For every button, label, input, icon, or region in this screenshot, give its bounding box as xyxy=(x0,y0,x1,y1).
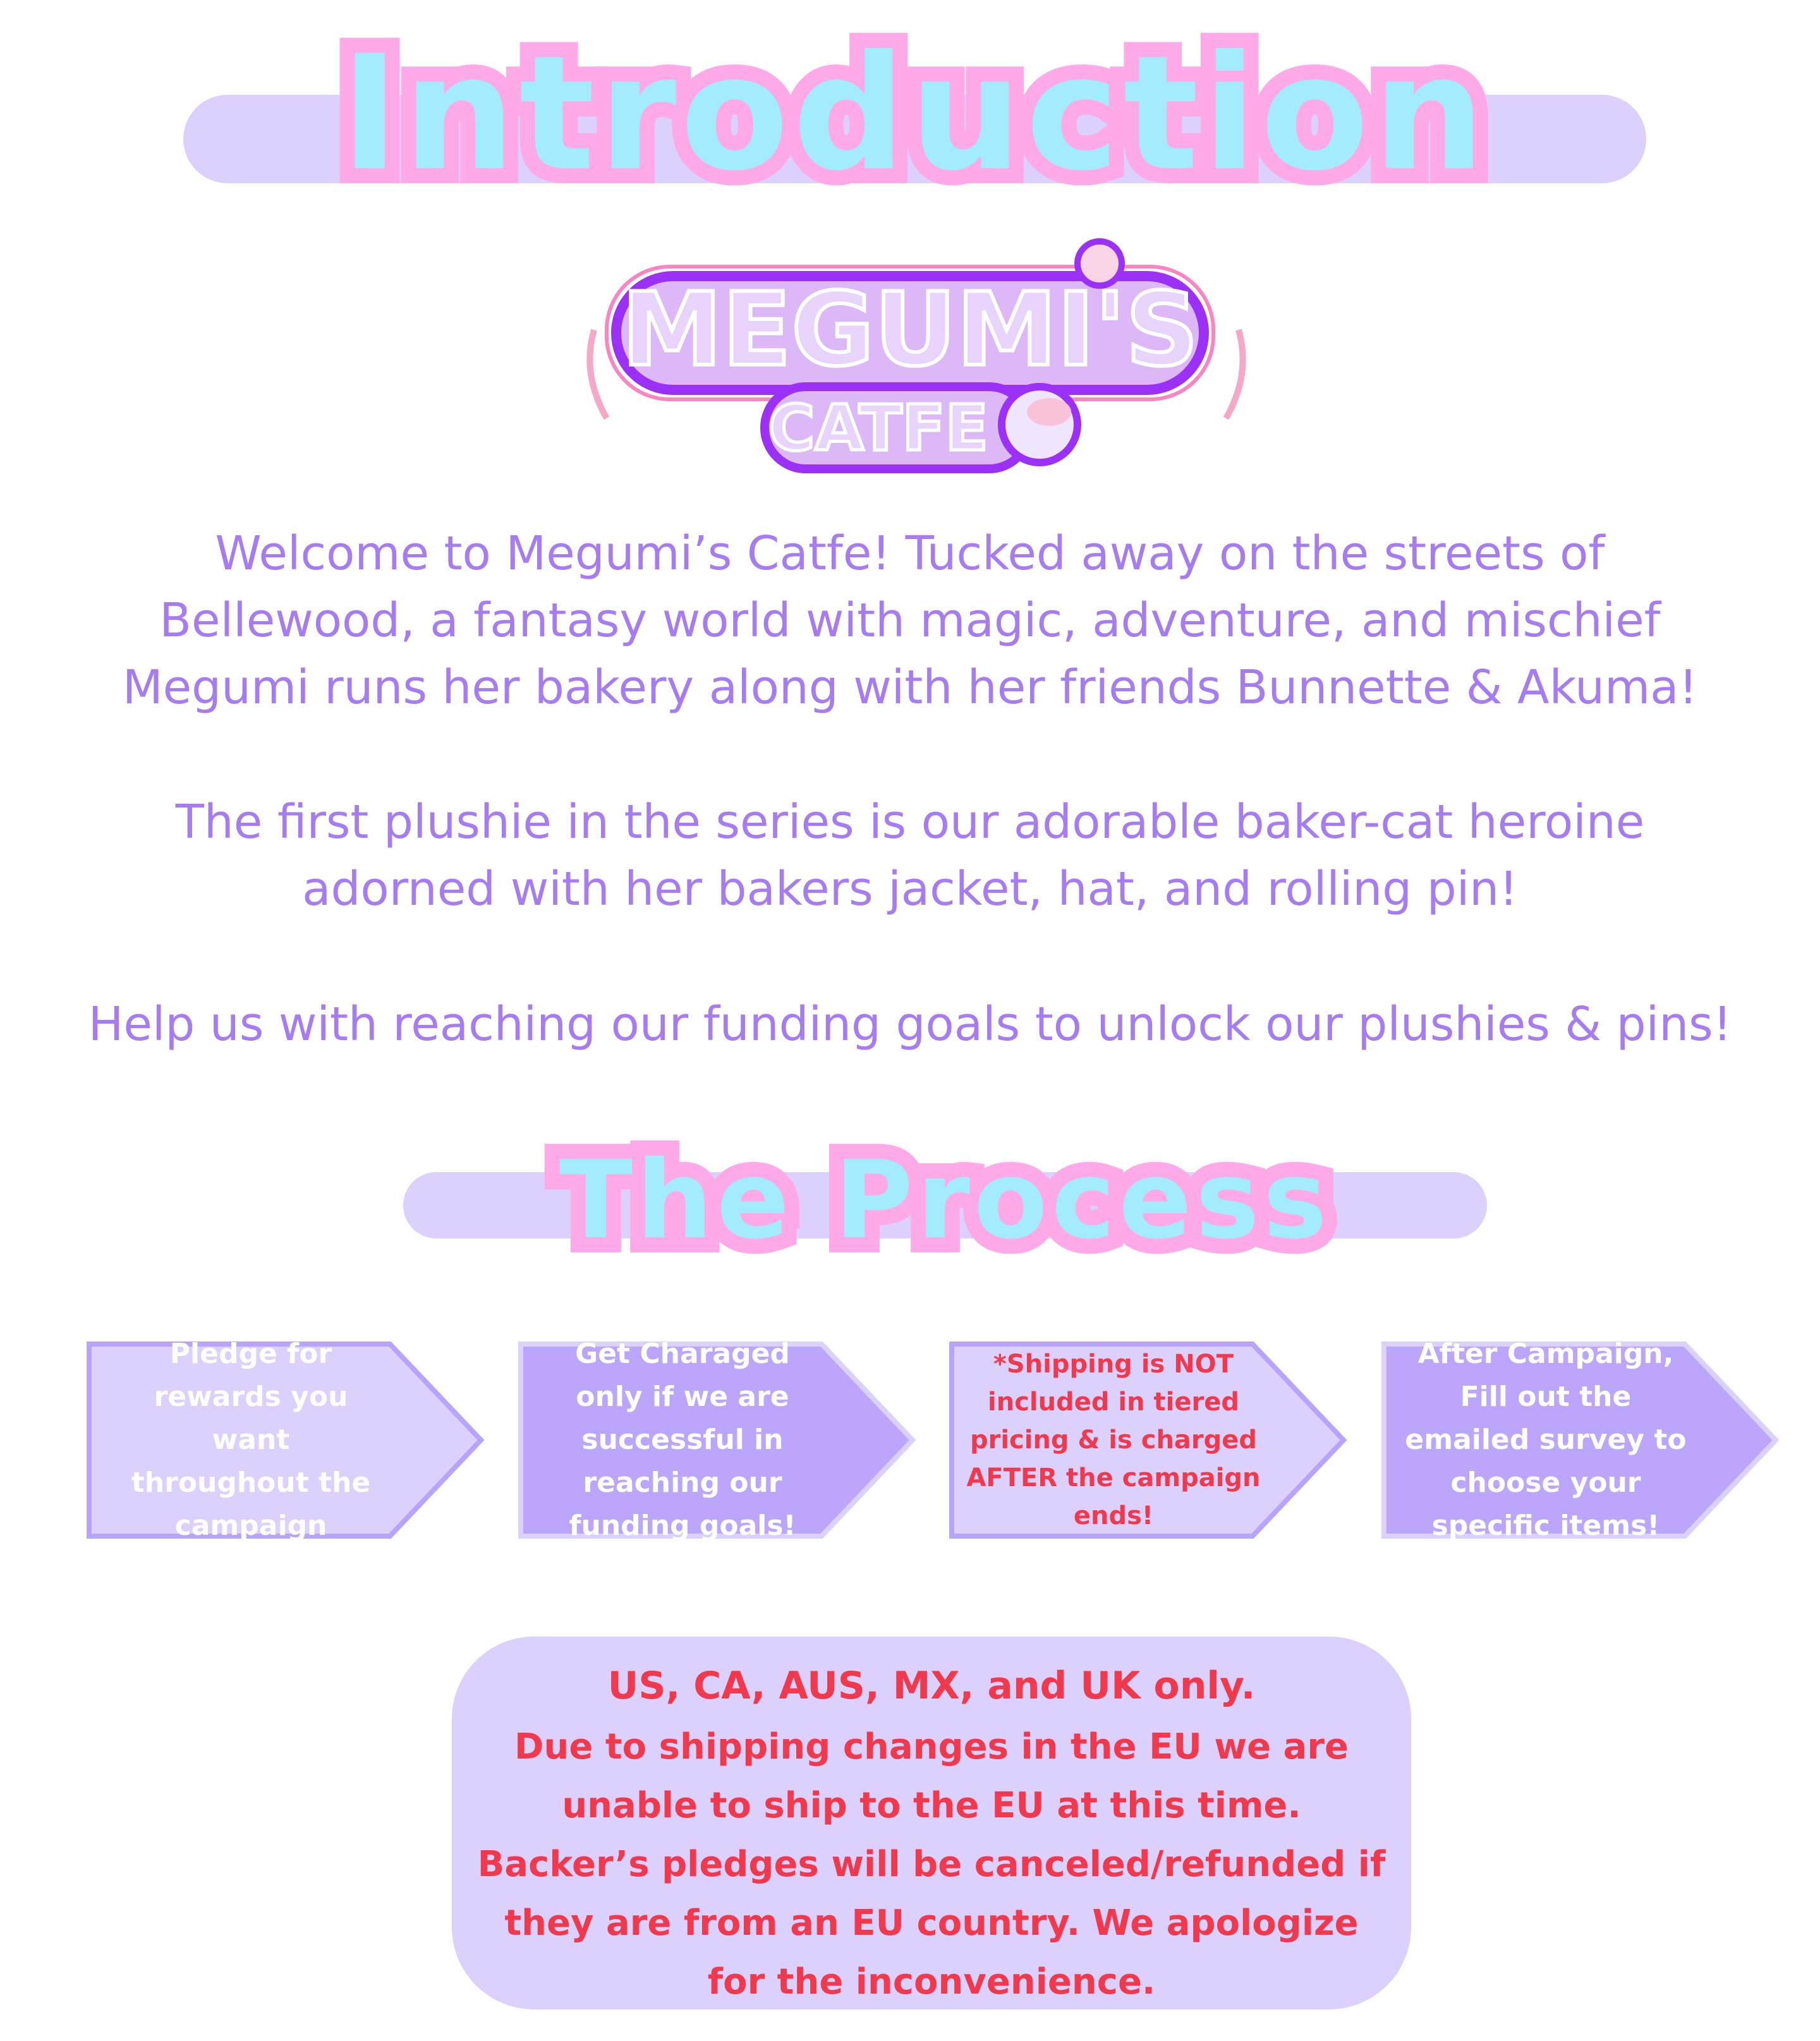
notice-body: Due to shipping changes in the EU we are… xyxy=(477,1726,1386,2002)
process-title: The Process xyxy=(544,1123,1342,1278)
step-text: Get Charaged only if we are successful i… xyxy=(569,1338,796,1542)
intro-banner-bar xyxy=(183,95,1646,183)
arrow-shape-icon xyxy=(949,1341,1347,1539)
megumis-catfe-logo: MEGUMI'S CATFE xyxy=(586,238,1246,473)
arrow-shape-icon xyxy=(518,1341,916,1539)
intro-paragraph-1: Welcome to Megumi’s Catfe! Tucked away o… xyxy=(122,526,1698,715)
arrow-shape-icon xyxy=(87,1341,485,1539)
step-text-shipping-warning: *Shipping is NOT included in tiered pric… xyxy=(966,1350,1261,1530)
process-step-3: *Shipping is NOT included in tiered pric… xyxy=(949,1341,1347,1539)
intro-paragraph-3: Help us with reaching our funding goals … xyxy=(88,997,1732,1051)
shipping-notice: US, CA, AUS, MX, and UK only. Due to shi… xyxy=(452,1637,1411,2009)
intro-paragraph-2: The first plushie in the series is our a… xyxy=(175,795,1645,916)
svg-text:CATFE: CATFE xyxy=(768,391,988,465)
step-text: Pledge for rewards you want throughout t… xyxy=(131,1338,371,1542)
intro-title: Introduction xyxy=(325,10,1501,217)
process-step-2: Get Charaged only if we are successful i… xyxy=(518,1338,916,1542)
notice-headline: US, CA, AUS, MX, and UK only. xyxy=(607,1664,1256,1708)
process-step-1: Pledge for rewards you want throughout t… xyxy=(87,1338,485,1542)
process-banner-bar xyxy=(403,1172,1487,1239)
process-step-4: After Campaign, Fill out the emailed sur… xyxy=(1381,1338,1780,1542)
arrow-shape-icon xyxy=(1381,1341,1780,1539)
step-text: After Campaign, Fill out the emailed sur… xyxy=(1405,1338,1687,1542)
svg-text:MEGUMI'S: MEGUMI'S xyxy=(622,270,1199,389)
